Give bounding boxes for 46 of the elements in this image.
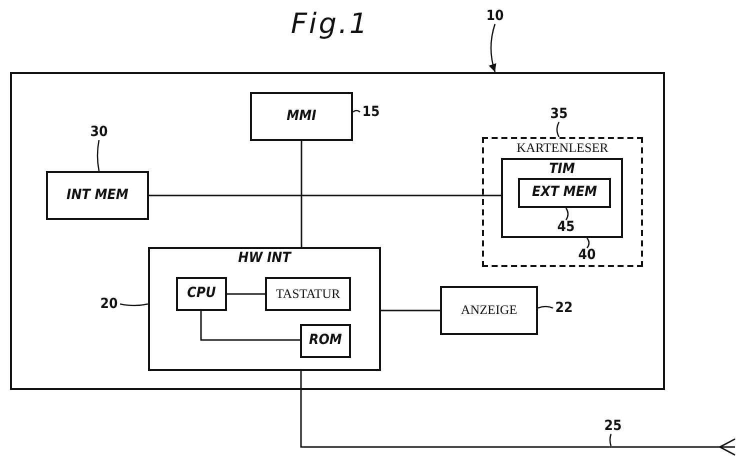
block-box — [440, 286, 538, 335]
group-box — [148, 247, 381, 371]
connector-line — [227, 293, 265, 295]
reference-numeral: 20 — [98, 296, 120, 312]
block-label: HW INT — [238, 251, 291, 266]
reference-numeral: 30 — [88, 124, 110, 140]
block-label: TIM — [549, 162, 575, 178]
block-box — [176, 277, 227, 311]
leader-line — [565, 208, 569, 220]
leader-line — [556, 122, 560, 138]
system-box — [10, 72, 665, 390]
figure-title: Fig.1 — [290, 10, 370, 38]
leader-line — [488, 24, 496, 72]
reference-numeral: 40 — [576, 248, 598, 262]
dashed-group-box — [482, 137, 643, 267]
group-box — [501, 158, 623, 238]
leader-line — [609, 434, 612, 446]
block-label: INT MEM — [66, 188, 128, 204]
block-label: CPU — [187, 286, 216, 302]
block-label: EXT MEM — [532, 185, 597, 201]
connector-line — [300, 141, 302, 247]
block-label: ROM — [309, 333, 342, 349]
reference-numeral: 22 — [553, 300, 575, 316]
connector-line — [200, 311, 300, 341]
leader-line — [352, 110, 360, 113]
connector-line — [149, 194, 501, 196]
reference-numeral: 35 — [548, 106, 570, 122]
block-box — [265, 277, 351, 311]
block-label: MMI — [286, 108, 316, 124]
block-box — [300, 324, 351, 358]
reference-numeral: 45 — [555, 220, 577, 234]
block-label: TASTATUR — [276, 286, 340, 302]
reference-numeral: 25 — [602, 418, 624, 434]
reference-numeral: 15 — [360, 104, 382, 120]
block-box — [46, 171, 149, 220]
leader-line — [120, 303, 148, 306]
block-box — [518, 178, 611, 208]
leader-line — [538, 306, 554, 309]
connector-line — [300, 371, 736, 456]
block-box — [250, 92, 353, 141]
leader-line — [96, 140, 100, 172]
leader-line — [586, 238, 590, 248]
block-label: ANZEIGE — [460, 303, 518, 318]
block-label: KARTENLESER — [516, 141, 608, 156]
connector-line — [381, 310, 440, 312]
reference-numeral: 10 — [484, 8, 506, 24]
